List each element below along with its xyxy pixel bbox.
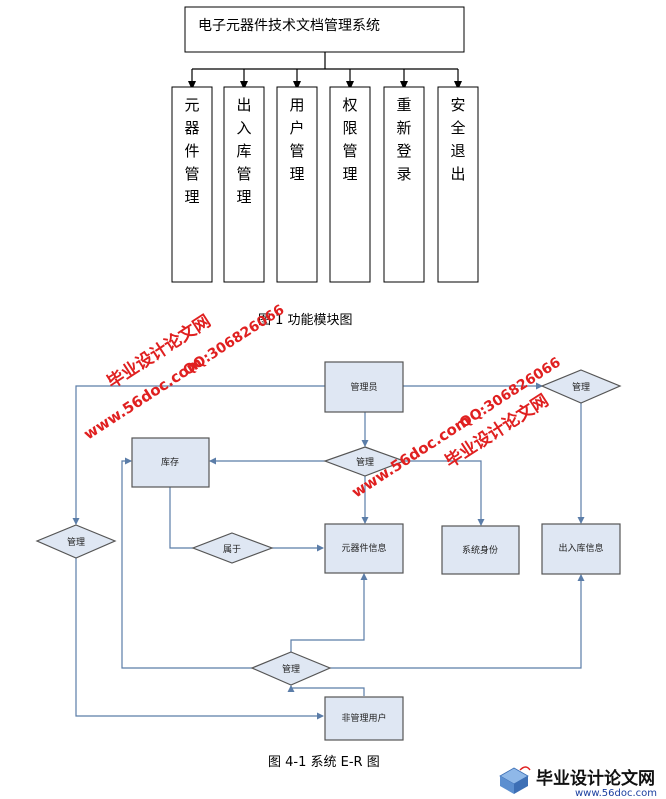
entity-component-info xyxy=(324,523,404,574)
watermark-qq-1: QQ:306826066 xyxy=(180,302,287,379)
footer-url: www.56doc.com xyxy=(575,788,657,799)
relation-manage-left xyxy=(35,524,117,559)
module-box-inout xyxy=(223,86,265,283)
module-label-2: 用户管理 xyxy=(289,96,304,183)
module-box-relogin xyxy=(383,86,425,283)
er-diagram: 管理员 库存 元器件信息 系统身份 出入库信息 非管理用户 管理 管理 管理 属… xyxy=(35,361,622,770)
figure2-caption: 图 4-1 系统 E-R 图 xyxy=(268,755,380,770)
entity-nonadmin xyxy=(324,696,404,741)
entity-backup xyxy=(441,525,520,575)
entity-stock-label: 库存 xyxy=(161,456,179,468)
entity-component-info-label: 元器件信息 xyxy=(341,542,386,554)
relation-belong xyxy=(191,532,274,564)
root-box-label: 电子元器件技术文档管理系统 xyxy=(198,18,380,34)
module-label-3: 权限管理 xyxy=(342,96,357,183)
tree-connectors xyxy=(188,52,462,90)
relation-manage-bottom-label: 管理 xyxy=(282,663,300,675)
root-box xyxy=(184,6,465,53)
module-box-users xyxy=(276,86,318,283)
entity-stock xyxy=(131,437,210,488)
module-labels: 元器件管理 出入库管理 用户管理 权限管理 重新登录 安全退出 xyxy=(184,96,465,206)
entity-backup-label: 系统身份 xyxy=(462,544,498,556)
watermark-left: 毕业设计论文网 www.56doc.com QQ:306826066 xyxy=(80,302,287,443)
footer-logo: 毕业设计论文网 www.56doc.com xyxy=(499,766,657,799)
book-icon xyxy=(499,766,531,794)
figure1-caption: 图 1 功能模块图 xyxy=(258,313,353,328)
function-module-diagram: 电子元器件技术文档管理系统 元器件管理 出入库管理 用户管理 权限管理 重新登录 安全退出… xyxy=(171,6,479,328)
footer-logo-text: 毕业设计论文网 xyxy=(536,768,655,789)
relation-manage-center xyxy=(323,446,406,477)
entity-io-info xyxy=(541,523,621,575)
relation-manage-top xyxy=(540,369,622,404)
relation-manage-center-label: 管理 xyxy=(356,456,374,468)
relation-manage-bottom xyxy=(250,651,332,686)
module-label-5: 安全退出 xyxy=(450,96,465,183)
entity-admin xyxy=(324,361,404,413)
module-box-permissions xyxy=(329,86,371,283)
module-label-4: 重新登录 xyxy=(396,96,411,183)
module-box-exit xyxy=(437,86,479,283)
module-label-1: 出入库管理 xyxy=(236,96,251,206)
er-connectors xyxy=(72,382,585,720)
entity-admin-label: 管理员 xyxy=(350,381,377,393)
entity-io-info-label: 出入库信息 xyxy=(558,542,603,554)
entity-nonadmin-label: 非管理用户 xyxy=(341,712,386,724)
relation-manage-left-label: 管理 xyxy=(67,536,85,548)
relation-manage-top-label: 管理 xyxy=(572,381,590,393)
relation-belong-label: 属于 xyxy=(223,544,241,555)
module-box-components xyxy=(171,86,213,283)
module-label-0: 元器件管理 xyxy=(184,96,199,206)
